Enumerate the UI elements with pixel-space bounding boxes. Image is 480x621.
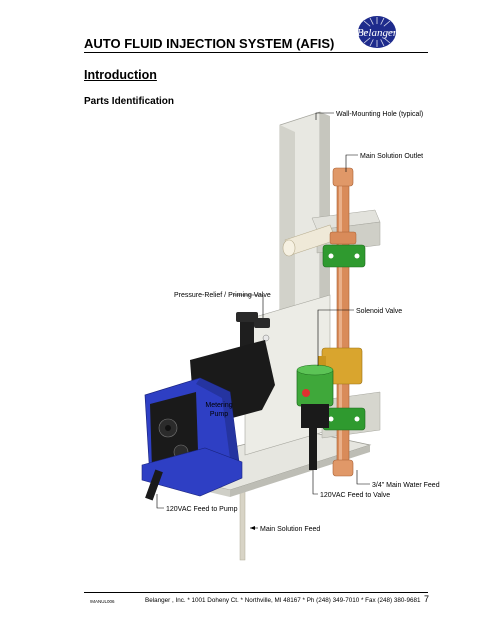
priming-valve-knob	[262, 334, 270, 342]
logo-text: Belanger	[357, 27, 398, 39]
dial-center	[165, 425, 171, 431]
base-plate-edge	[230, 445, 370, 497]
solenoid-cable	[309, 428, 317, 470]
footer-address: Belanger , Inc. * 1001 Doheny Ct. * Nort…	[145, 597, 421, 604]
footer-document-code: !MANUL006	[90, 599, 115, 604]
leader-line	[345, 154, 358, 172]
upper-pipe-clamp	[322, 244, 366, 268]
leader-line	[356, 470, 370, 485]
callout-metering-pump-line1: Metering	[205, 402, 232, 409]
pump-power-cable	[145, 469, 163, 501]
section-heading: Introduction	[84, 68, 157, 82]
main-solution-outlet-fitting	[332, 167, 354, 187]
leader-line	[312, 470, 318, 495]
pump-base	[141, 447, 243, 497]
callout-metering-pump-line2: Pump	[210, 411, 228, 418]
leader-line	[233, 294, 264, 318]
clamp-screw	[328, 416, 334, 422]
callout-main-water-feed: 3/4" Main Water Feed	[372, 482, 440, 489]
leader-line	[156, 494, 164, 509]
parts-identification-subheading: Parts Identification	[84, 96, 175, 107]
callout-main-solution-outlet: Main Solution Outlet	[360, 153, 423, 160]
clamp-screw	[354, 416, 360, 422]
callout-pressure-relief-valve: Pressure-Relief / Priming Valve	[174, 292, 271, 299]
leader-arrowhead	[250, 526, 255, 530]
footer-rule	[84, 592, 428, 593]
clamp-screw	[328, 253, 334, 259]
callout-feed-to-valve: 120VAC Feed to Valve	[320, 492, 390, 499]
page-number: 7	[424, 594, 430, 604]
leader-line	[317, 309, 354, 366]
leader-line	[315, 112, 334, 120]
pipe-end-cap	[282, 239, 296, 257]
clamp-screw	[354, 253, 360, 259]
copper-pipe-highlight	[339, 170, 342, 470]
callout-main-solution-feed: Main Solution Feed	[260, 526, 320, 533]
solenoid-connector	[301, 404, 329, 428]
callout-feed-to-pump: 120VAC Feed to Pump	[166, 506, 238, 513]
pressure-relief-valve-cap	[236, 312, 258, 322]
callout-solenoid-valve: Solenoid Valve	[356, 308, 402, 315]
copper-tee	[329, 231, 357, 245]
pump-housing-side	[196, 378, 240, 474]
document-title: AUTO FLUID INJECTION SYSTEM (AFIS)	[84, 36, 335, 51]
title-rule	[84, 52, 428, 53]
belanger-starburst-logo: Belanger	[347, 14, 429, 50]
priming-valve-port	[254, 318, 270, 328]
callout-wall-mounting-hole: Wall-Mounting Hole (typical)	[336, 111, 423, 118]
main-water-feed-fitting	[332, 459, 354, 477]
logo-graphic: Belanger	[357, 16, 398, 48]
solenoid-indicator	[302, 389, 310, 397]
solenoid-top	[296, 364, 334, 376]
